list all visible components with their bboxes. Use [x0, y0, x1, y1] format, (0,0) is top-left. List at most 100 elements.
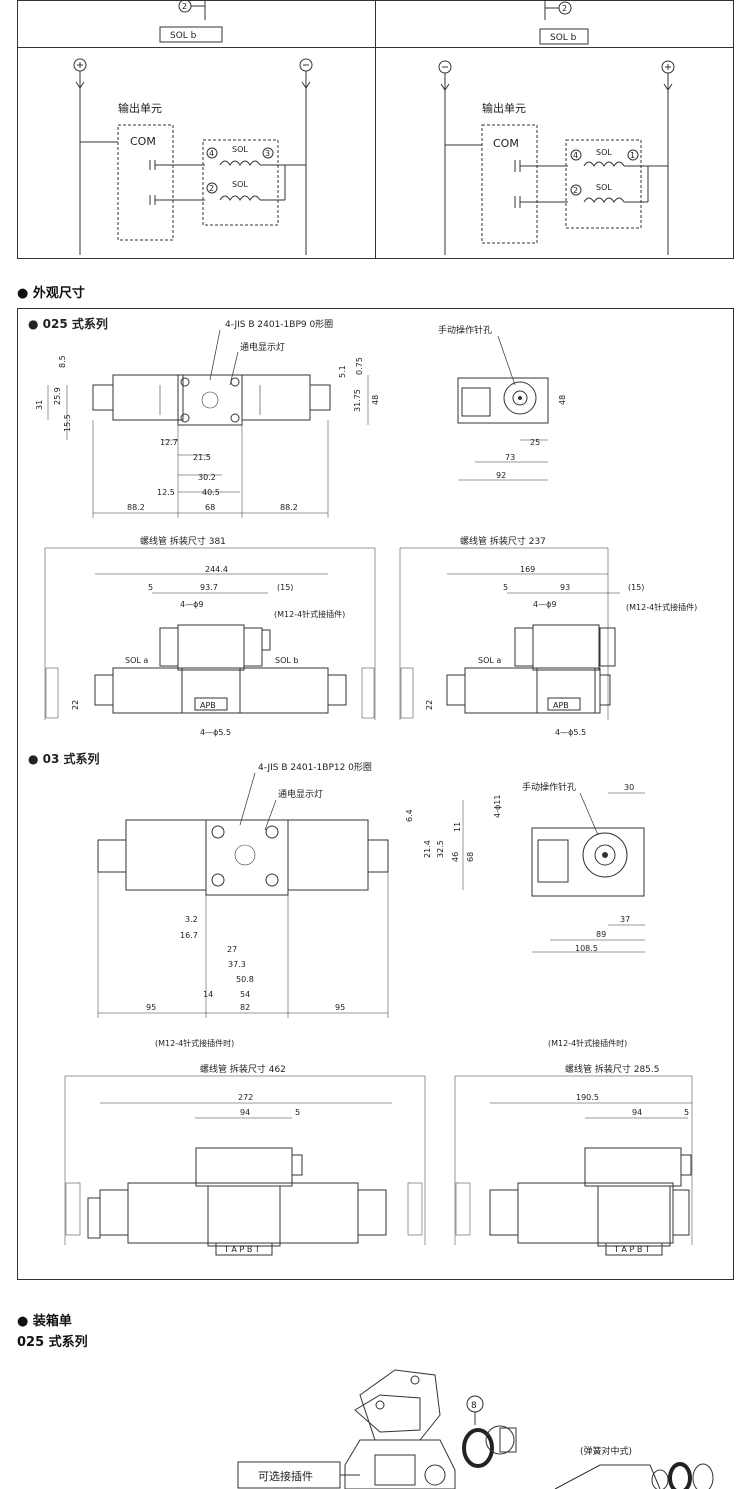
s025-title: ● 025 式系列 — [28, 316, 108, 331]
s025-top-view — [92, 374, 331, 426]
dim-label: 25.9 — [53, 387, 62, 405]
output-unit-label: 输出单元 — [118, 101, 162, 115]
s03-front-view-2855: T A P B T — [455, 1147, 692, 1256]
apb-label: APB — [200, 701, 216, 710]
dim-label: 169 — [520, 565, 535, 574]
left-wiring: 输出单元 COM SOL SOL 4 3 2 — [73, 58, 313, 255]
appearance-section-title: ● 外观尺寸 — [17, 282, 85, 301]
pin-2-label: 2 — [573, 186, 578, 195]
dim-label: 5 — [503, 583, 508, 592]
dim-label: 108.5 — [575, 944, 598, 953]
pin-4-label: 4 — [573, 151, 578, 160]
dim-label: 73 — [505, 453, 515, 462]
dim-label: 95 — [146, 1003, 156, 1012]
top-left-solb: 2 SOL b — [159, 0, 223, 43]
sol-label: SOL — [596, 148, 612, 157]
s03-manual-pin-label: 手动操作针孔 — [522, 781, 576, 793]
pin-4-label: 4 — [209, 149, 214, 158]
dim-label: 92 — [496, 471, 506, 480]
circle-2-label: 2 — [562, 4, 567, 13]
s025-side-view — [457, 377, 549, 424]
dim-label: 0.75 — [355, 357, 364, 375]
dim-label: 94 — [632, 1108, 642, 1117]
apb-label: APB — [553, 701, 569, 710]
s03-oring-label: 4-JIS B 2401-1BP12 0形圈 — [258, 761, 372, 773]
wiring-divider — [375, 0, 376, 259]
dim-label: 21.5 — [193, 453, 211, 462]
dim-label: 16.7 — [180, 931, 198, 940]
dim-label: 5 — [684, 1108, 689, 1117]
dim-label: 40.5 — [202, 488, 220, 497]
s03-side-view — [531, 827, 645, 897]
bullet-icon: ● — [17, 286, 29, 301]
dim-label: 50.8 — [236, 975, 254, 984]
dim-label: 88.2 — [127, 503, 145, 512]
output-unit-label: 输出单元 — [482, 101, 526, 115]
pin-3-label: 3 — [265, 149, 270, 158]
dim-label: 272 — [238, 1093, 253, 1102]
appearance-title: 外观尺寸 — [32, 286, 85, 301]
item-8-label: 8 — [471, 1401, 477, 1411]
s025-m12-label: (M12-4针式接插件) — [626, 602, 697, 612]
dim-label: 25 — [530, 438, 540, 447]
dim-label: 95 — [335, 1003, 345, 1012]
dim-label: 5.1 — [338, 365, 347, 378]
dim-label: 12.7 — [160, 438, 178, 447]
s03-coil-2855: 螺线管 拆装尺寸 285.5 — [565, 1063, 660, 1075]
dim-label: 30 — [624, 783, 634, 792]
bullet-icon: ● — [17, 1314, 29, 1329]
s025-m12-label: (M12-4针式接插件) — [274, 609, 345, 619]
optional-connector-label: 可选接插件 — [258, 1469, 313, 1483]
wiring-diagram: 2 SOL b 2 SOL b 输出单元 COM SOL SOL 4 — [73, 0, 675, 255]
tapbt-label: T A P B T — [223, 1245, 260, 1254]
dim-label: 27 — [227, 945, 237, 954]
dim-label: 4—ϕ5.5 — [555, 728, 586, 737]
dim-label: 68 — [205, 503, 215, 512]
dim-label: 82 — [240, 1003, 250, 1012]
s025-coil-381: 螺线管 拆装尺寸 381 — [140, 535, 226, 547]
s03-top-view — [97, 819, 389, 896]
dim-label: 3.2 — [185, 915, 198, 924]
plug-icon — [485, 1425, 517, 1455]
spring-centered-icon — [554, 1462, 714, 1489]
top-right-solb: 2 SOL b — [539, 0, 589, 45]
s025-front-view-237: APB — [400, 624, 616, 719]
dim-label: 48 — [558, 395, 567, 405]
com-label: COM — [493, 137, 519, 150]
dim-label: 4-ϕ11 — [493, 795, 502, 818]
s025-manual-pin-label: 手动操作针孔 — [438, 324, 492, 336]
spring-centered-label: (弹簧对中式) — [580, 1445, 632, 1457]
sol-label: SOL — [596, 183, 612, 192]
packing-title: 装箱单 — [32, 1314, 72, 1329]
dim-label: 37.3 — [228, 960, 246, 969]
dim-label: 22 — [425, 700, 434, 710]
circle-2-label: 2 — [182, 2, 187, 11]
dim-label: 31.75 — [353, 389, 362, 412]
s025-oring-label: 4-JIS B 2401-1BP9 0形圈 — [225, 318, 333, 330]
com-label: COM — [130, 135, 156, 148]
dim-label: 88.2 — [280, 503, 298, 512]
s03-lamp-label: 通电显示灯 — [278, 788, 323, 800]
sol-b-label: SOL b — [275, 656, 298, 665]
s03-m12-label: (M12-4针式接插件时) — [155, 1038, 234, 1048]
valve-exploded-view — [344, 1369, 456, 1489]
dim-label: 14 — [203, 990, 213, 999]
sol-b-label: SOL b — [550, 33, 577, 43]
tapbt-label: T A P B T — [613, 1245, 650, 1254]
o-ring-icon — [462, 1428, 494, 1468]
dim-label: 4—ϕ5.5 — [200, 728, 231, 737]
dim-label: 68 — [466, 852, 475, 862]
packing-section-title: ● 装箱单 — [17, 1310, 72, 1329]
appearance-frame — [17, 308, 734, 1280]
s03-m12-label: (M12-4针式接插件时) — [548, 1038, 627, 1048]
dim-label: (15) — [277, 583, 293, 592]
dim-label: 48 — [371, 395, 380, 405]
dim-label: 4—ϕ9 — [533, 600, 556, 609]
s025-coil-237: 螺线管 拆装尺寸 237 — [460, 535, 546, 547]
dim-label: 54 — [240, 990, 250, 999]
dim-label: 15.5 — [63, 414, 72, 432]
sol-a-label: SOL a — [125, 656, 148, 665]
dim-label: 31 — [35, 400, 44, 410]
sol-a-label: SOL a — [478, 656, 501, 665]
dim-label: 22 — [71, 700, 80, 710]
